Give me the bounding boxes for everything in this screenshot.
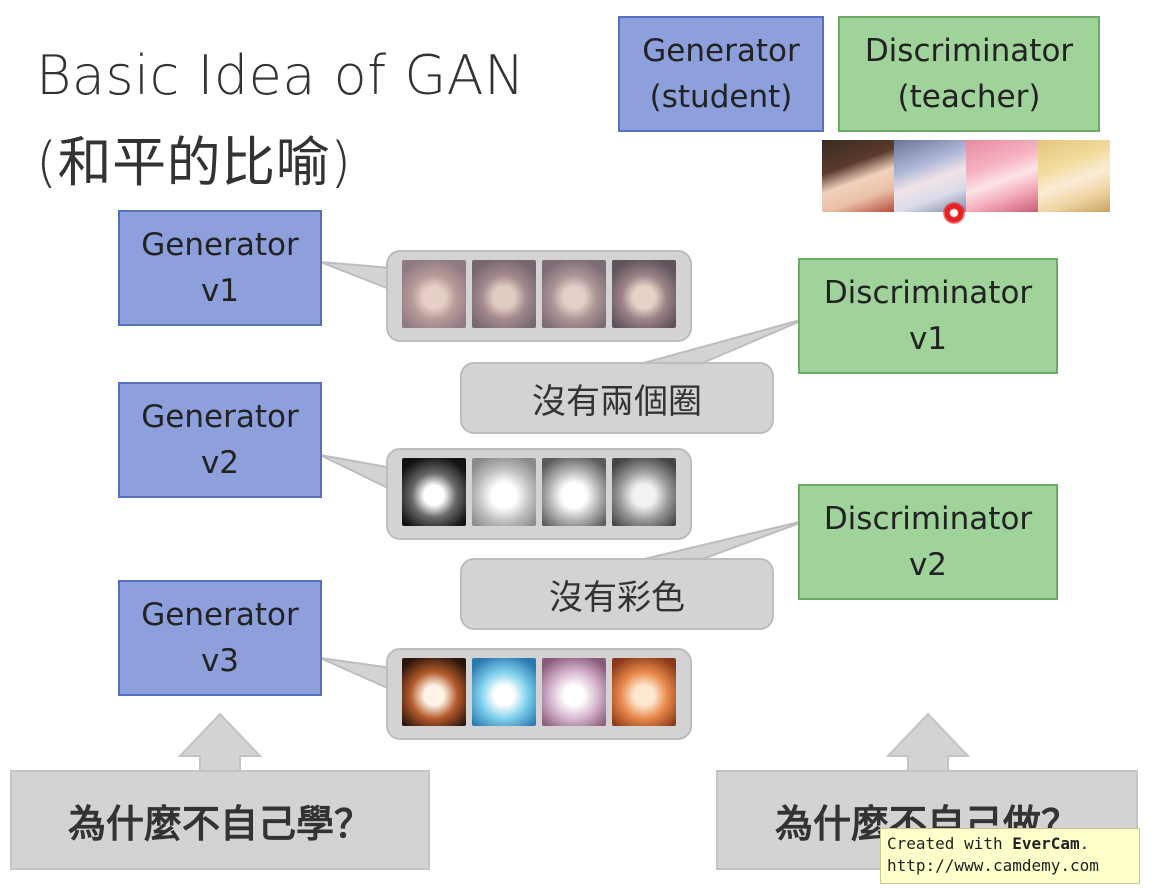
evercam-watermark: Created with EverCam. http://www.camdemy…	[880, 828, 1140, 884]
watermark-suffix: .	[1079, 834, 1090, 853]
discriminator-v1-line2: v1	[908, 321, 948, 357]
generated-images-v1	[386, 250, 692, 342]
generated-image-v1-3	[542, 260, 606, 328]
generator-v3-box: Generator v3	[118, 580, 322, 696]
discriminator-v1-line1: Discriminator	[823, 274, 1033, 311]
legend-generator-line1: Generator	[642, 32, 800, 69]
generator-v3-line2: v3	[200, 643, 240, 679]
callout-tail-gen-v2	[319, 454, 393, 492]
question-learn-yourself: 為什麼不自己學？	[10, 770, 430, 870]
watermark-brand: EverCam	[1012, 834, 1080, 853]
generated-image-v2-4	[612, 458, 676, 526]
anime-face-image-2	[894, 140, 966, 212]
feedback-no-two-circles: 沒有兩個圈	[460, 362, 774, 434]
legend-generator-line2: (student)	[649, 79, 793, 115]
generator-v2-box: Generator v2	[118, 382, 322, 498]
generated-image-v3-1	[402, 658, 466, 726]
callout-tail-gen-v3	[319, 657, 393, 692]
legend-discriminator-line1: Discriminator	[864, 32, 1074, 69]
generated-image-v3-4	[612, 658, 676, 726]
legend-generator-student: Generator (student)	[618, 16, 824, 132]
generated-image-v1-2	[472, 260, 536, 328]
generated-image-v3-3	[542, 658, 606, 726]
feedback-no-color: 沒有彩色	[460, 558, 774, 630]
discriminator-v2-line2: v2	[908, 547, 948, 583]
generated-image-v2-1	[402, 458, 466, 526]
generator-v2-line2: v2	[200, 445, 240, 481]
generated-image-v1-4	[612, 260, 676, 328]
generated-image-v2-2	[472, 458, 536, 526]
generated-images-v2	[386, 448, 692, 540]
slide-subtitle: (和平的比喻)	[36, 131, 352, 194]
discriminator-v1-box: Discriminator v1	[798, 258, 1058, 374]
discriminator-v2-line1: Discriminator	[823, 500, 1033, 537]
generator-v3-line1: Generator	[141, 596, 299, 633]
generator-v1-line1: Generator	[141, 226, 299, 263]
generator-v2-line1: Generator	[141, 398, 299, 435]
legend-discriminator-line2: (teacher)	[897, 79, 1041, 115]
slide-title: Basic Idea of GAN	[36, 44, 526, 107]
anime-face-image-4	[1038, 140, 1110, 212]
discriminator-v2-box: Discriminator v2	[798, 484, 1058, 600]
generated-image-v1-1	[402, 260, 466, 328]
up-arrow-left	[177, 712, 263, 773]
generated-image-v2-3	[542, 458, 606, 526]
laser-pointer-dot	[943, 202, 965, 224]
watermark-prefix: Created with	[887, 834, 1013, 853]
legend-discriminator-teacher: Discriminator (teacher)	[838, 16, 1100, 132]
real-anime-faces-image	[822, 140, 1112, 212]
generator-v1-box: Generator v1	[118, 210, 322, 326]
generated-images-v3	[386, 648, 692, 740]
anime-face-image-3	[966, 140, 1038, 212]
callout-tail-gen-v1	[319, 261, 393, 292]
up-arrow-right	[885, 712, 971, 773]
generated-image-v3-2	[472, 658, 536, 726]
generator-v1-line2: v1	[200, 273, 240, 309]
anime-face-image-1	[822, 140, 894, 212]
watermark-url: http://www.camdemy.com	[887, 855, 1099, 875]
